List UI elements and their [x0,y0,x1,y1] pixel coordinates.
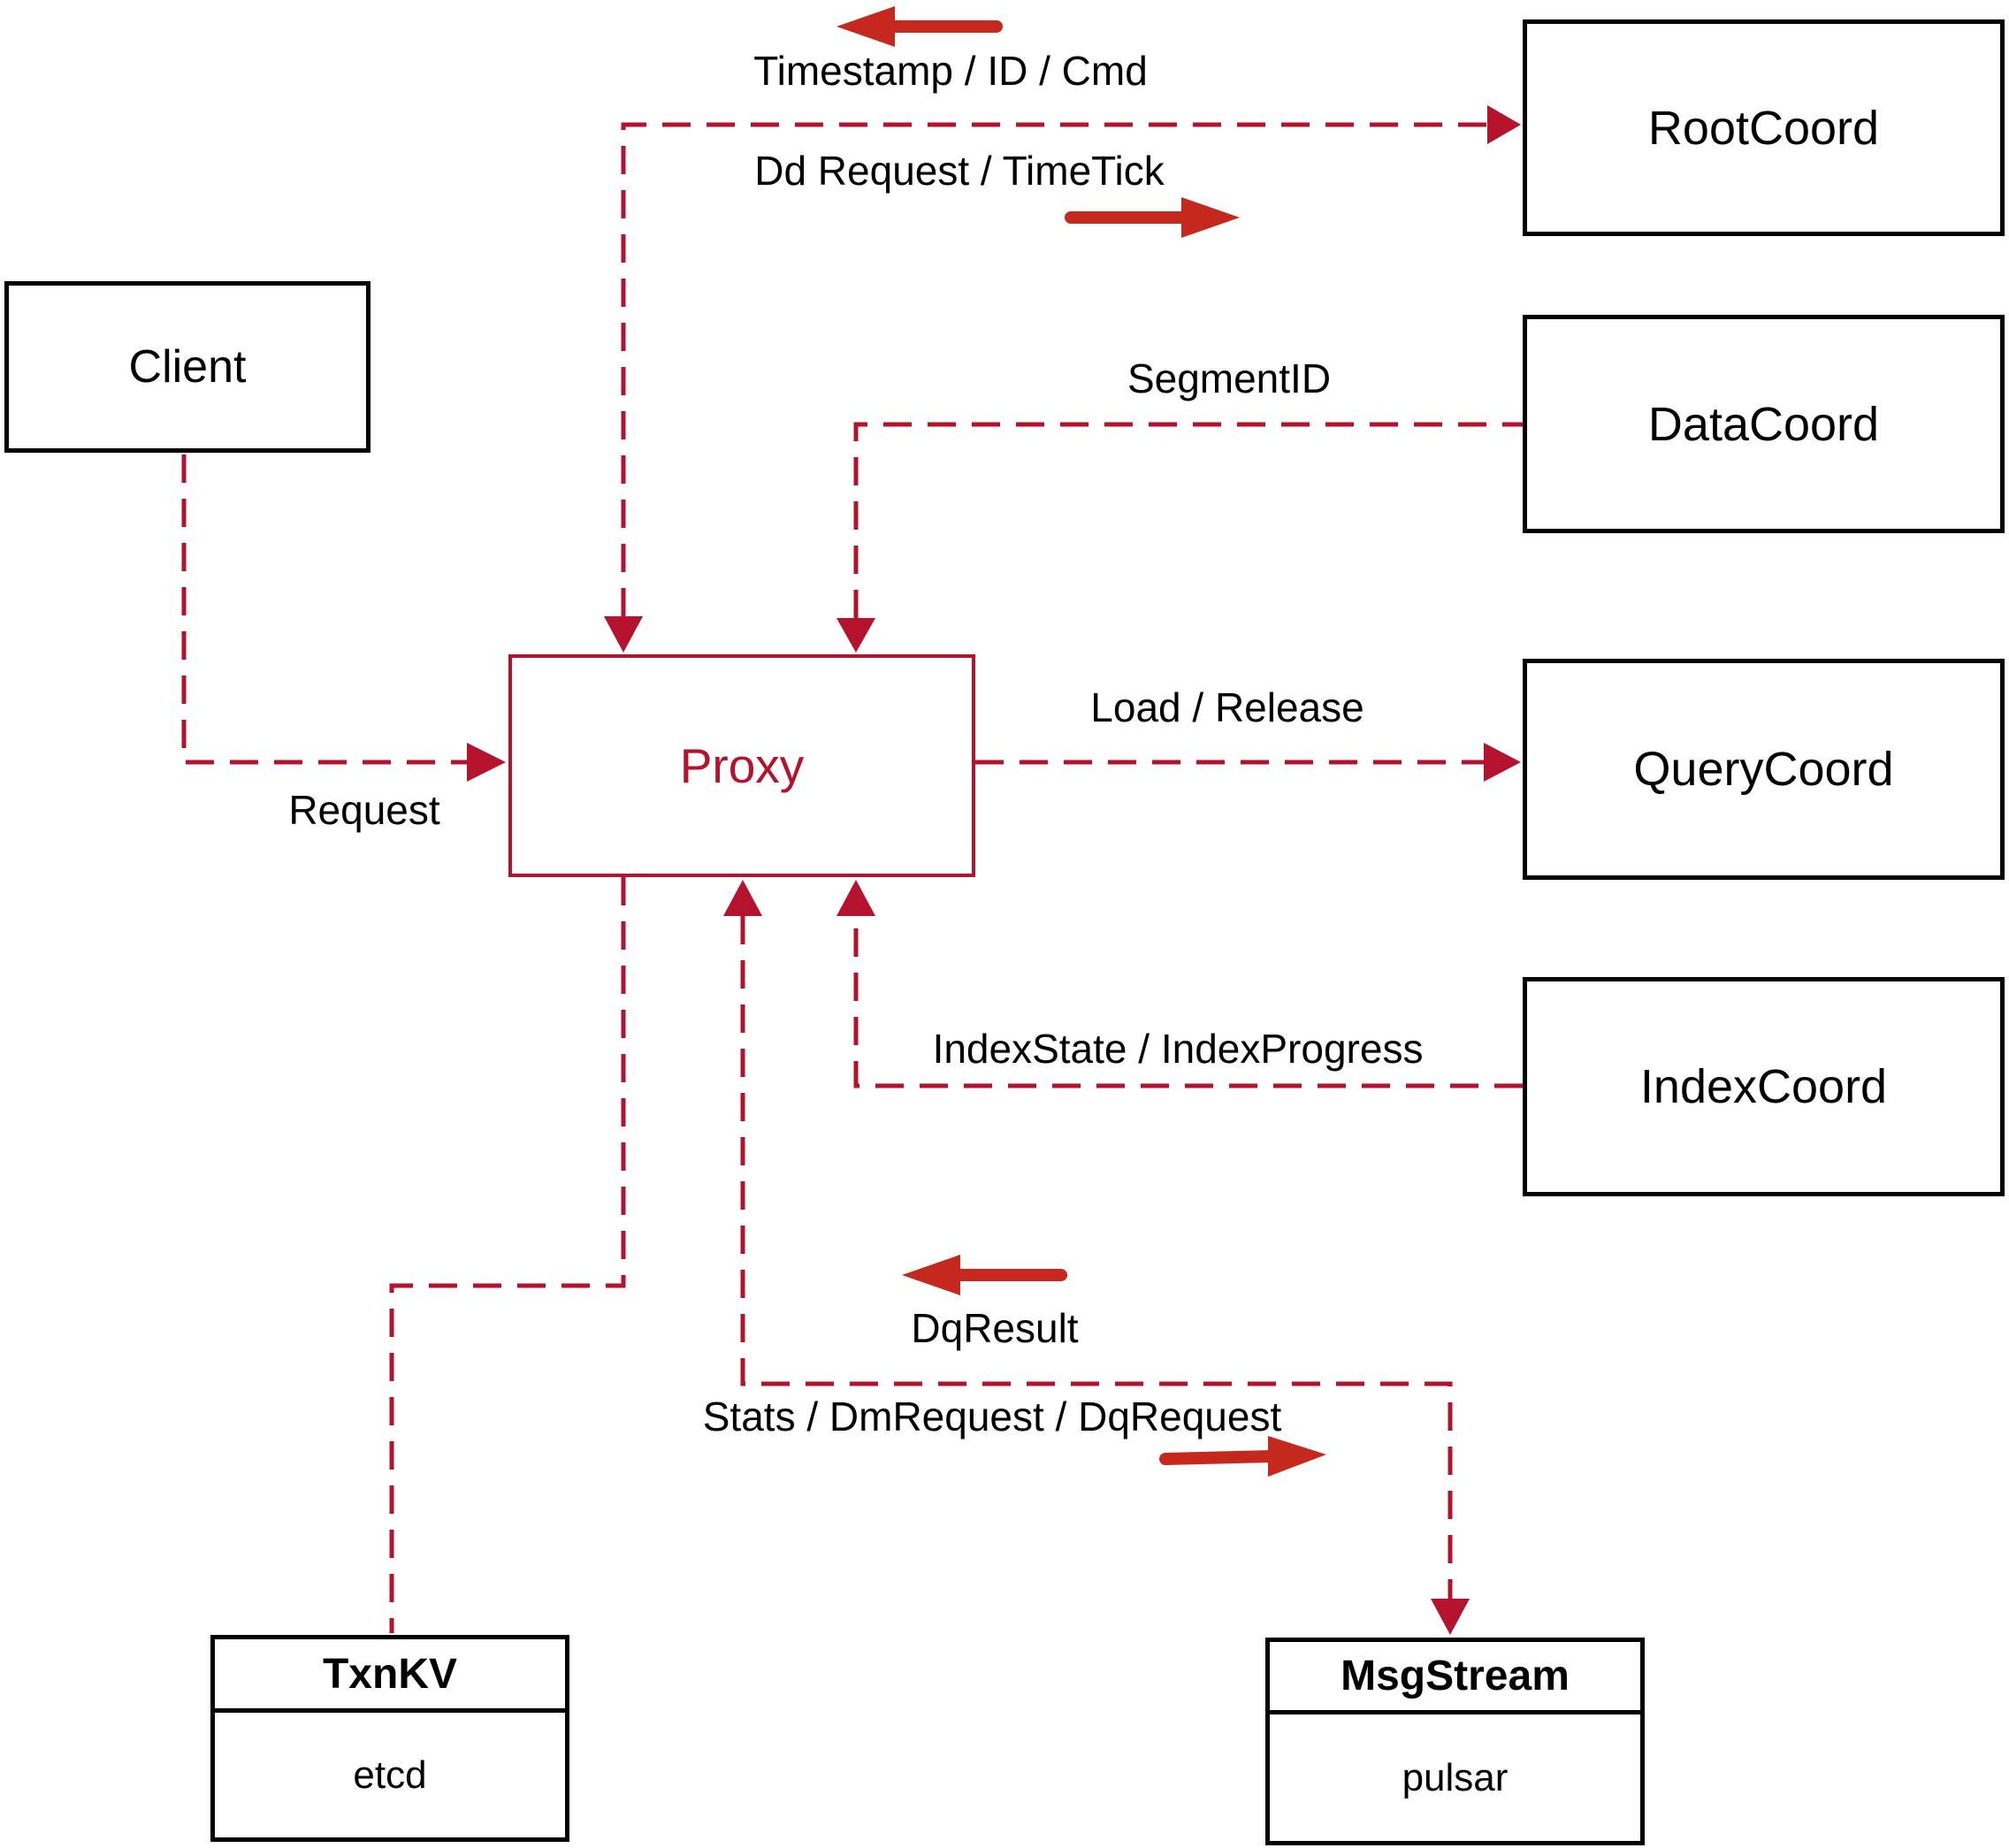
edge-label-load-release: Load / Release [1090,684,1364,730]
edge-indexcoord-proxy [853,916,1523,1088]
node-msgstream-title: MsgStream [1270,1642,1640,1714]
node-msgstream-subtitle: pulsar [1402,1755,1509,1799]
node-rootcoord: RootCoord [1523,19,2005,236]
node-txnkv-title: TxnKV [215,1639,565,1713]
node-indexcoord-label: IndexCoord [1639,1060,1888,1113]
node-datacoord-label: DataCoord [1647,397,1880,451]
arrowhead-into-querycoord [1484,743,1521,782]
direction-arrow-dqresult-left [902,1255,1067,1295]
node-indexcoord: IndexCoord [1523,977,2005,1196]
direction-arrow-timestamp-left [836,6,1003,47]
node-rootcoord-label: RootCoord [1647,101,1880,155]
edge-proxy-msgstream [740,916,1453,1599]
node-client-label: Client [128,341,247,393]
edge-label-timestamp-id-cmd: Timestamp / ID / Cmd [753,48,1148,94]
node-proxy-label: Proxy [679,738,805,793]
node-client: Client [4,281,370,453]
node-txnkv: TxnKV etcd [210,1635,569,1842]
arrowhead-into-msgstream [1431,1599,1470,1635]
arrowhead-into-rootcoord [1487,105,1521,144]
edge-proxy-rootcoord [621,122,1487,616]
arrowhead-into-proxy-top-right [836,618,875,653]
node-querycoord: QueryCoord [1523,659,2005,880]
node-proxy: Proxy [508,654,975,877]
node-msgstream: MsgStream pulsar [1265,1638,1645,1845]
arrowhead-into-proxy-bottom-right [836,880,875,916]
direction-arrow-stats-right [1159,1436,1326,1477]
edge-label-dqresult: DqResult [911,1305,1079,1351]
node-txnkv-subtitle: etcd [353,1753,427,1797]
edge-label-request: Request [288,787,440,833]
node-querycoord-label: QueryCoord [1633,743,1894,796]
edge-label-indexstate-indexprogress: IndexState / IndexProgress [932,1026,1424,1072]
edge-label-stats-dmrequest-dqrequest: Stats / DmRequest / DqRequest [702,1394,1282,1439]
direction-arrow-ddrequest-right [1065,197,1240,238]
edge-proxy-txnkv [389,877,626,1633]
edge-client-proxy [181,454,467,765]
edge-datacoord-proxy [853,422,1523,618]
arrowhead-into-proxy-top-left [604,616,643,653]
arrowhead-into-proxy-bottom-left [723,880,762,916]
node-datacoord: DataCoord [1523,315,2005,533]
edge-label-dd-request-timetick: Dd Request / TimeTick [754,148,1165,194]
arrowhead-into-proxy-left [467,743,506,782]
edge-label-segment-id: SegmentID [1127,355,1332,401]
